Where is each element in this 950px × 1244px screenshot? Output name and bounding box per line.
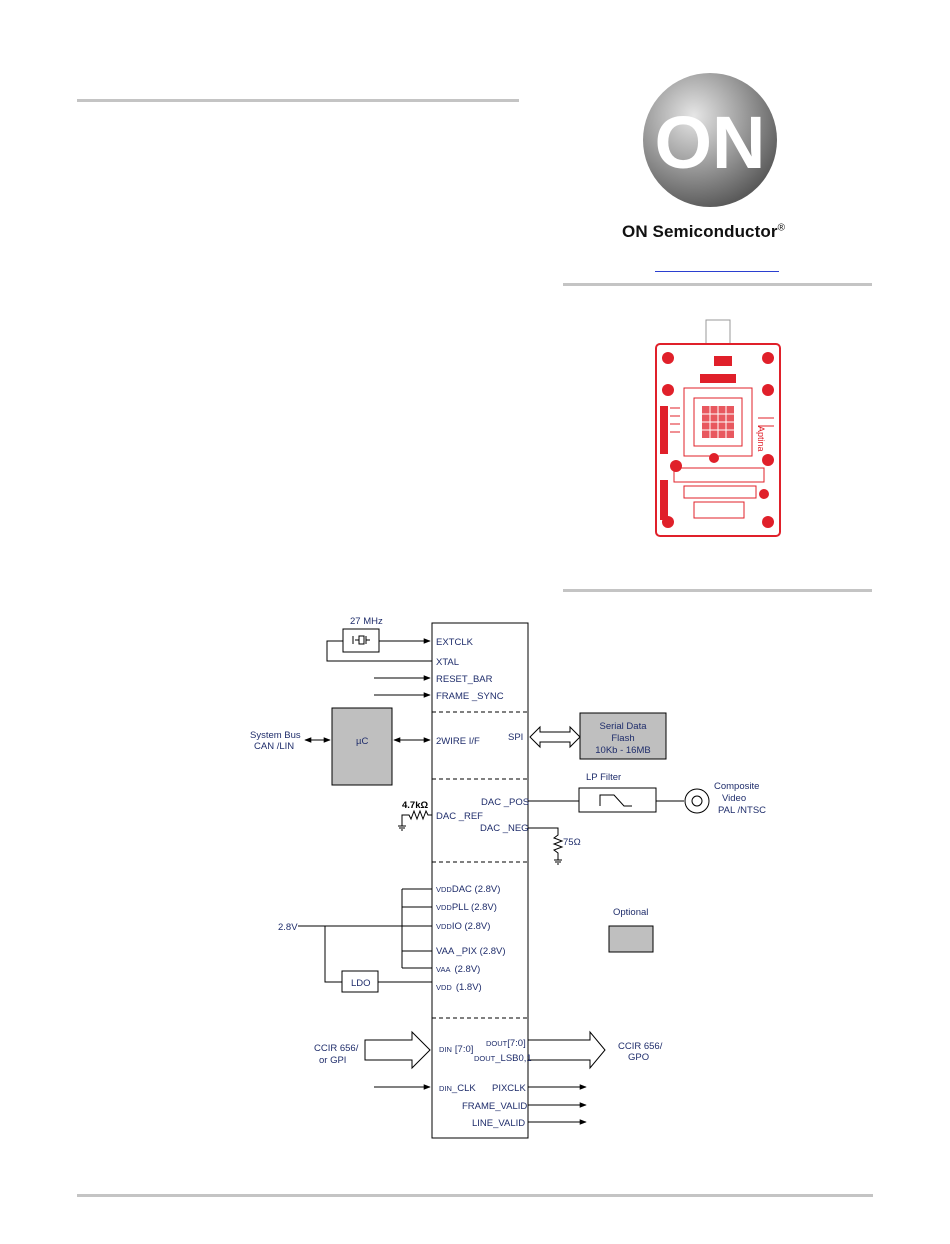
on-semiconductor-logo: ON (640, 70, 780, 210)
ldo-label: LDO (351, 978, 371, 989)
pin-vaa: (2.8V) (454, 964, 480, 975)
ccir-output-arrow (527, 1030, 606, 1070)
pin-vdd-dac: DAC (2.8V) (452, 884, 501, 895)
ccir-in-label-1: CCIR 656/ (314, 1043, 359, 1054)
resistor-ref-label: 4.7kΩ (402, 800, 428, 811)
flash-label-3: 10Kb - 16MB (595, 745, 650, 756)
crystal (342, 628, 380, 653)
serial-flash-box (579, 712, 667, 760)
spi-bus-arrow (529, 725, 581, 749)
block-diagram: 27 MHz EXTCLK XTAL RESET_BAR FRAME _SYNC… (240, 612, 840, 1144)
demo-board-image: Aptina (654, 318, 782, 540)
pin-vdd-io: IO (2.8V) (452, 921, 491, 932)
ccir-out-label-1: CCIR 656/ (618, 1041, 663, 1052)
supply-label: 2.8V (278, 922, 298, 933)
pin-dac-pos: DAC _POS (481, 797, 529, 808)
pin-vdd: (1.8V) (456, 982, 482, 993)
svg-text:DOUT_LSB0,1: DOUT_LSB0,1 (474, 1053, 532, 1064)
system-bus-label-2: CAN /LIN (254, 741, 294, 752)
pin-line-valid: LINE_VALID (472, 1118, 525, 1129)
pin-spi: SPI (508, 732, 523, 743)
svg-text:VDDIO (2.8V): VDDIO (2.8V) (436, 921, 490, 932)
optional-label: Optional (613, 907, 648, 918)
board-silkscreen: Aptina (756, 426, 766, 452)
lp-filter-label: LP Filter (586, 772, 621, 783)
svg-text:VDDDAC (2.8V): VDDDAC (2.8V) (436, 884, 500, 895)
pin-vdd-pll: PLL (2.8V) (452, 902, 497, 913)
ccir-out-label-2: GPO (628, 1052, 649, 1063)
svg-text:VDDPLL (2.8V): VDDPLL (2.8V) (436, 902, 497, 913)
pin-reset-bar: RESET_BAR (436, 674, 493, 685)
composite-label-1: Composite (714, 781, 759, 792)
pin-dac-neg: DAC _NEG (480, 823, 529, 834)
pin-frame-sync: FRAME _SYNC (436, 691, 504, 702)
pin-dout: [7:0] (507, 1038, 526, 1049)
microcontroller-label: µC (356, 736, 368, 747)
svg-text:VAA(2.8V): VAA(2.8V) (436, 964, 480, 975)
main-chip (431, 622, 529, 1139)
pin-extclk: EXTCLK (436, 637, 474, 648)
lp-filter-box (578, 787, 657, 813)
right-rule-top (563, 283, 872, 286)
pin-dac-ref: DAC _REF (436, 811, 483, 822)
footer-rule (77, 1194, 873, 1197)
pin-frame-valid: FRAME_VALID (462, 1101, 527, 1112)
ccir-in-label-2: or GPI (319, 1055, 346, 1066)
crystal-label: 27 MHz (350, 616, 383, 627)
flash-label-1: Serial Data (600, 721, 648, 732)
brand-name: ON Semiconductor® (622, 222, 786, 241)
composite-label-3: PAL /NTSC (718, 805, 766, 816)
optional-legend-box (608, 925, 654, 953)
pin-din-clk: _CLK (451, 1083, 476, 1094)
svg-text:VDD(1.8V): VDD(1.8V) (436, 982, 482, 993)
pin-xtal: XTAL (436, 657, 459, 668)
svg-text:DOUT[7:0]: DOUT[7:0] (486, 1038, 526, 1049)
resistor-load-label: 75Ω (563, 837, 581, 848)
ccir-input-arrow (364, 1030, 431, 1070)
flash-label-2: Flash (611, 733, 634, 744)
pin-vaa-pix: VAA _PIX (2.8V) (436, 946, 506, 957)
pin-2wire: 2WIRE I/F (436, 736, 480, 747)
logo-text: ON (655, 101, 766, 184)
right-rule-bottom (563, 589, 872, 592)
system-bus-label-1: System Bus (250, 730, 301, 741)
pin-pixclk: PIXCLK (492, 1083, 526, 1094)
composite-label-2: Video (722, 793, 746, 804)
microcontroller-box (331, 707, 393, 786)
svg-text:DIN[7:0]: DIN[7:0] (439, 1044, 473, 1055)
svg-text:DIN_CLK: DIN_CLK (439, 1083, 476, 1094)
pin-dout-lsb: _LSB0,1 (494, 1053, 531, 1064)
website-link[interactable] (655, 258, 779, 272)
pin-din: [7:0] (455, 1044, 474, 1055)
header-rule (77, 99, 519, 102)
